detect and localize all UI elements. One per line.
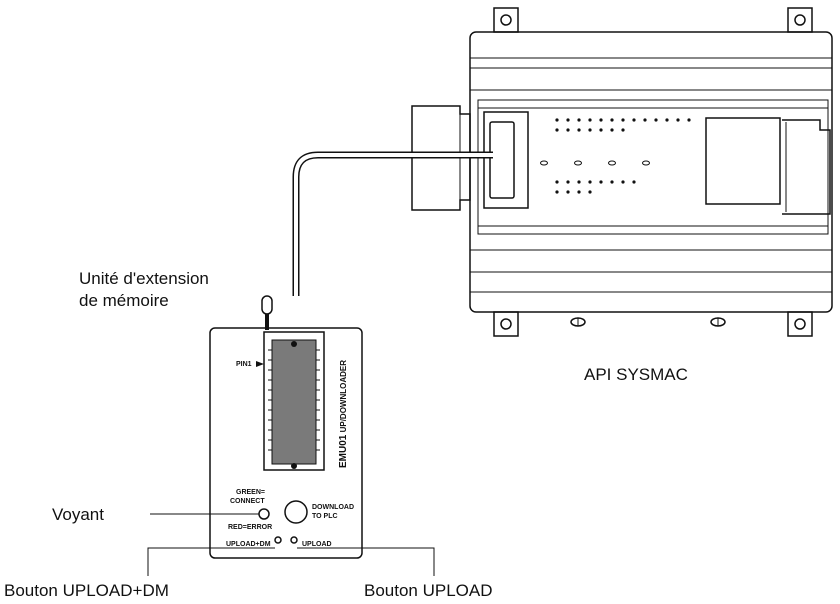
plc-io-row-bottom — [555, 180, 636, 194]
plc-front-panel — [477, 99, 829, 235]
upload-button[interactable] — [290, 536, 298, 544]
plc-unit — [469, 7, 833, 337]
device-model-label: EMU01 UP/DOWNLOADER — [338, 360, 349, 468]
red-error-label: RED=ERROR — [228, 524, 272, 531]
upload-dm-leader-line — [147, 547, 275, 576]
plc-mount-tab-top-left — [493, 7, 519, 33]
upload-device-label: UPLOAD — [302, 541, 332, 548]
pin1-arrow-icon — [256, 361, 264, 367]
upload-button-label: Bouton UPLOAD — [364, 581, 493, 600]
download-label-2: TO PLC — [312, 513, 338, 520]
plc-io-indicators — [540, 118, 691, 194]
upload-leader-line — [297, 547, 435, 576]
plc-status-leds — [540, 160, 650, 166]
plc-mount-tab-bottom-left — [493, 311, 519, 337]
pin1-label: PIN1 — [236, 361, 252, 368]
status-indicator-led — [258, 508, 270, 520]
memory-unit-label: Unité d'extension — [79, 269, 209, 288]
memory-unit-label-line2: de mémoire — [79, 291, 169, 310]
download-label-1: DOWNLOAD — [312, 504, 354, 511]
plc-mount-tab-bottom-right — [787, 311, 813, 337]
plc-mount-tab-top-right — [787, 7, 813, 33]
upload-dm-button[interactable] — [274, 536, 282, 544]
plc-io-row-top — [555, 118, 691, 132]
rom-socket — [263, 331, 325, 471]
plc-body — [469, 31, 833, 313]
download-to-plc-button[interactable] — [284, 500, 308, 524]
plc-label: API SYSMAC — [584, 365, 688, 384]
memory-unit-body — [209, 327, 363, 559]
connection-cable — [292, 151, 493, 296]
plc-bottom-screws — [570, 317, 726, 327]
plc-cover-panel — [705, 117, 781, 205]
memory-expansion-unit: PIN1 EMU01 UP/DOWNLOADER GREEN= CONNECT … — [209, 295, 363, 559]
upload-dm-device-label: UPLOAD+DM — [226, 541, 271, 548]
upload-dm-button-label: Bouton UPLOAD+DM — [4, 581, 169, 600]
green-connect-label-2: CONNECT — [230, 498, 265, 505]
plc-peripheral-port — [483, 111, 529, 209]
green-connect-label-1: GREEN= — [236, 489, 265, 496]
indicator-label: Voyant — [52, 505, 104, 524]
